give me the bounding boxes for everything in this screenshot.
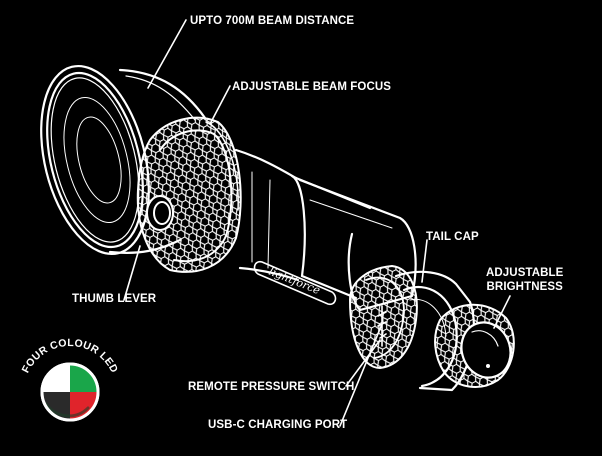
callout-thumb-lever: THUMB LEVER [72,292,156,306]
callout-tail-cap: TAIL CAP [426,230,479,244]
callout-beam-distance: UPTO 700M BEAM DISTANCE [190,14,354,28]
thumb-lever [147,196,173,230]
callout-adjustable-brightness: ADJUSTABLE BRIGHTNESS [486,266,563,294]
four-colour-led-badge [42,364,98,420]
callout-usb-c-charging-port: USB-C CHARGING PORT [208,418,347,432]
tail-ring [350,266,417,368]
focus-ring [138,118,241,272]
tail-switch [435,305,518,387]
callout-remote-pressure-switch: REMOTE PRESSURE SWITCH [188,380,354,394]
brand-plate: lightforce [255,262,336,305]
callout-brightness-line2: BRIGHTNESS [486,280,563,294]
callout-beam-focus: ADJUSTABLE BEAM FOCUS [232,80,391,94]
callout-brightness-line1: ADJUSTABLE [486,266,563,280]
